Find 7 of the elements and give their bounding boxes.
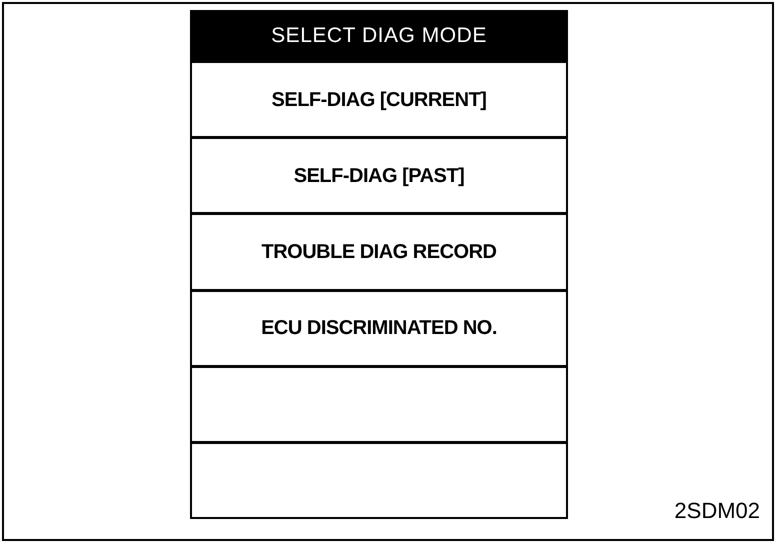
menu-option [192, 136, 566, 212]
header-text: SELECT DIAG MODE [271, 23, 487, 50]
option-text: TROUBLE DIAG RECORD [262, 240, 496, 265]
option-text: SELF-DIAG [CURRENT] [272, 88, 486, 113]
figure-code: 2SDM02 [674, 497, 760, 525]
option-text: SELF-DIAG [PAST] [294, 164, 464, 189]
option-text: ECU DISCRIMINATED NO. [261, 316, 497, 342]
